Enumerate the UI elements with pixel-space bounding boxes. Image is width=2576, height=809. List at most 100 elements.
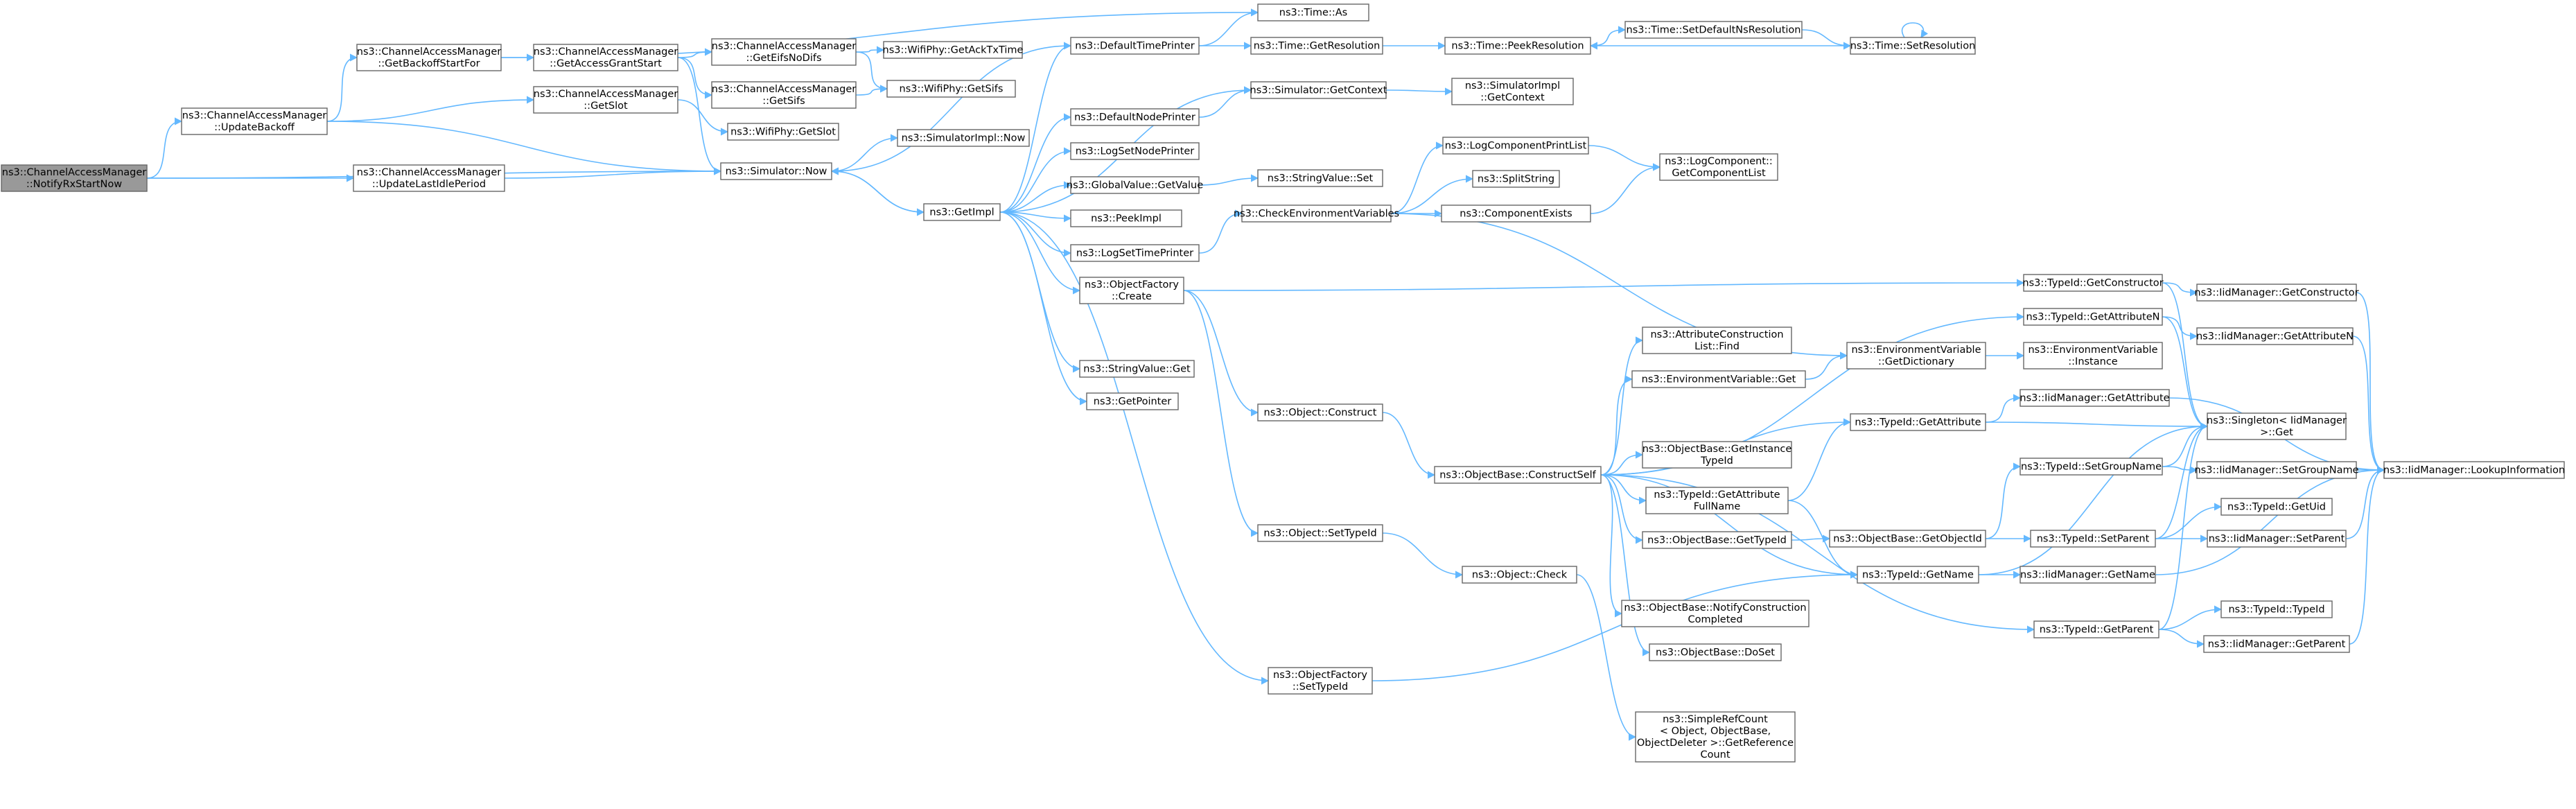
graph-node[interactable]: ns3::EnvironmentVariable::GetDictionary [1846, 342, 1986, 369]
node-box[interactable] [883, 41, 1023, 59]
graph-node[interactable]: ns3::ChannelAccessManager::GetSifs [711, 81, 857, 109]
node-box[interactable] [2220, 600, 2333, 618]
graph-node[interactable]: ns3::WifiPhy::GetAckTxTime [883, 41, 1024, 59]
node-box[interactable] [1659, 153, 1778, 181]
node-box[interactable] [1451, 78, 1574, 105]
graph-node[interactable]: ns3::TypeId::GetAttributeN [2023, 308, 2163, 326]
node-box[interactable] [1642, 441, 1792, 469]
node-box[interactable] [1442, 137, 1589, 155]
graph-node[interactable]: ns3::SplitString [1472, 170, 1560, 188]
node-box[interactable] [1070, 244, 1200, 262]
node-box[interactable] [1631, 370, 1806, 388]
node-box[interactable] [1257, 169, 1383, 187]
node-box[interactable] [2196, 461, 2357, 479]
graph-node[interactable]: ns3::TypeId::SetGroupName [2019, 458, 2163, 476]
node-box[interactable] [2207, 412, 2347, 440]
node-box[interactable] [2023, 342, 2163, 369]
graph-node[interactable]: ns3::ChannelAccessManager::NotifyRxStart… [1, 164, 148, 192]
node-box[interactable] [1070, 209, 1182, 227]
node-box[interactable] [1079, 360, 1195, 378]
node-box[interactable] [1850, 37, 1976, 55]
graph-node[interactable]: ns3::TypeId::GetParent [2033, 620, 2159, 638]
graph-node[interactable]: ns3::IidManager::GetConstructor [2194, 284, 2359, 302]
node-box[interactable] [1070, 142, 1200, 160]
graph-node[interactable]: ns3::ChannelAccessManager::GetBackoffSta… [356, 44, 502, 71]
graph-node[interactable]: ns3::ObjectBase::GetTypeId [1642, 531, 1792, 549]
node-box[interactable] [720, 162, 832, 180]
node-box[interactable] [356, 44, 502, 71]
node-box[interactable] [1257, 403, 1383, 421]
graph-node[interactable]: ns3::TypeId::GetConstructor [2022, 274, 2164, 292]
node-box[interactable] [1829, 530, 1986, 548]
graph-node[interactable]: ns3::IidManager::SetGroupName [2194, 461, 2359, 479]
node-box[interactable] [1070, 37, 1200, 55]
node-box[interactable] [923, 203, 1001, 221]
node-box[interactable] [1079, 277, 1184, 304]
graph-node[interactable]: ns3::Time::GetResolution [1250, 37, 1383, 55]
graph-node[interactable]: ns3::StringValue::Get [1079, 360, 1195, 378]
node-box[interactable] [1444, 37, 1591, 55]
graph-node[interactable]: ns3::Object::SetTypeId [1257, 524, 1383, 542]
node-box[interactable] [1635, 711, 1796, 763]
graph-node[interactable]: ns3::GlobalValue::GetValue [1067, 176, 1203, 194]
graph-node[interactable]: ns3::Time::As [1257, 3, 1369, 21]
graph-node[interactable]: ns3::Simulator::GetContext [1250, 81, 1387, 99]
node-box[interactable] [2019, 389, 2170, 407]
node-box[interactable] [533, 44, 678, 71]
graph-node[interactable]: ns3::ChannelAccessManager::GetEifsNoDifs [711, 38, 857, 66]
node-box[interactable] [1472, 170, 1560, 188]
graph-node[interactable]: ns3::ObjectBase::NotifyConstructionCompl… [1621, 600, 1810, 627]
graph-node[interactable]: ns3::IidManager::GetParent [2203, 635, 2350, 653]
node-box[interactable] [1846, 342, 1986, 369]
graph-node[interactable]: ns3::LogSetTimePrinter [1070, 244, 1200, 262]
graph-node[interactable]: ns3::StringValue::Set [1257, 169, 1383, 187]
node-box[interactable] [2030, 530, 2156, 548]
node-box[interactable] [1621, 600, 1810, 627]
graph-node[interactable]: ns3::EnvironmentVariable::Instance [2023, 342, 2163, 369]
node-box[interactable] [1070, 108, 1200, 126]
graph-node[interactable]: ns3::ChannelAccessManager::GetAccessGran… [533, 44, 678, 71]
graph-node[interactable]: ns3::LogComponentPrintList [1442, 137, 1589, 155]
graph-node[interactable]: ns3::ObjectFactory::SetTypeId [1268, 667, 1373, 695]
node-box[interactable] [1645, 487, 1789, 514]
graph-node[interactable]: ns3::IidManager::GetAttribute [2019, 389, 2170, 407]
node-box[interactable] [2220, 498, 2333, 516]
graph-node[interactable]: ns3::TypeId::GetAttribute [1850, 413, 1986, 431]
node-box[interactable] [2383, 461, 2565, 479]
graph-node[interactable]: ns3::SimpleRefCount< Object, ObjectBase,… [1635, 711, 1796, 763]
graph-node[interactable]: ns3::TypeId::GetUid [2220, 498, 2333, 516]
graph-node[interactable]: ns3::Object::Check [1462, 566, 1577, 584]
node-box[interactable] [711, 81, 857, 109]
graph-node[interactable]: ns3::DefaultNodePrinter [1070, 108, 1200, 126]
node-box[interactable] [1624, 21, 1803, 39]
graph-node[interactable]: ns3::Simulator::Now [720, 162, 832, 180]
graph-node[interactable]: ns3::IidManager::LookupInformation [2383, 461, 2565, 479]
node-box[interactable] [1250, 37, 1383, 55]
graph-node[interactable]: ns3::SimulatorImpl::Now [897, 129, 1030, 147]
graph-node[interactable]: ns3::PeekImpl [1070, 209, 1182, 227]
node-box[interactable] [1642, 327, 1792, 354]
graph-node[interactable]: ns3::LogSetNodePrinter [1070, 142, 1200, 160]
graph-node[interactable]: ns3::WifiPhy::GetSifs [886, 80, 1016, 98]
node-box[interactable] [181, 107, 328, 135]
graph-node[interactable]: ns3::GetPointer [1086, 392, 1179, 410]
graph-node[interactable]: ns3::ObjectBase::DoSet [1649, 643, 1782, 661]
node-box[interactable] [2196, 327, 2354, 345]
node-box[interactable] [897, 129, 1030, 147]
node-box[interactable] [2023, 274, 2163, 292]
graph-node[interactable]: ns3::Singleton< IidManager >::Get [2207, 412, 2347, 440]
node-box[interactable] [1070, 176, 1200, 194]
graph-node[interactable]: ns3::TypeId::TypeId [2220, 600, 2333, 618]
node-box[interactable] [1434, 466, 1602, 484]
node-box[interactable] [2019, 566, 2156, 584]
node-box[interactable] [2023, 308, 2163, 326]
graph-node[interactable]: ns3::DefaultTimePrinter [1070, 37, 1200, 55]
graph-node[interactable]: ns3::Time::SetResolution [1850, 37, 1976, 55]
node-box[interactable] [353, 164, 505, 192]
graph-node[interactable]: ns3::ChannelAccessManager::UpdateBackoff [181, 107, 328, 135]
node-box[interactable] [1250, 81, 1387, 99]
graph-node[interactable]: ns3::GetImpl [923, 203, 1001, 221]
